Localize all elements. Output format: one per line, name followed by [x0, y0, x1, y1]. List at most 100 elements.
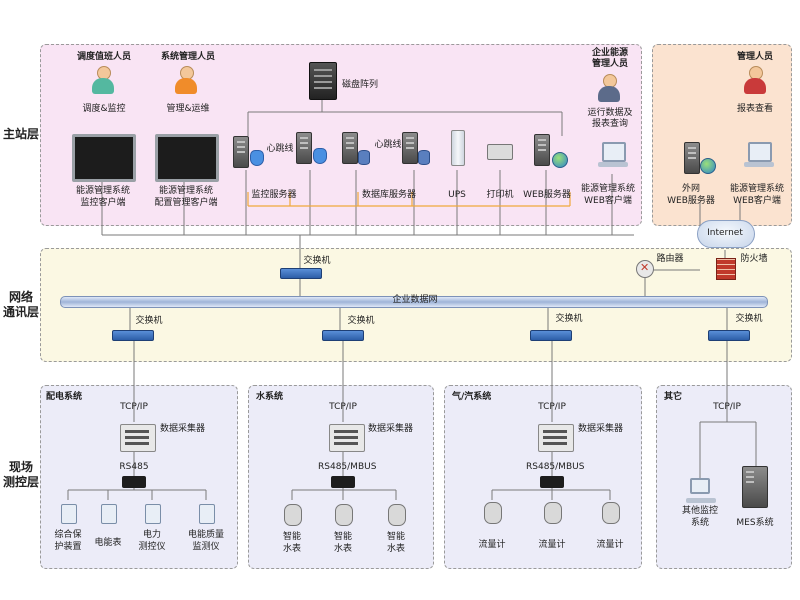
sub-switch-water-label: 交换机: [347, 316, 375, 326]
sysadmin-title: 系统管理人员: [160, 52, 215, 62]
power-device-3-label-2: 测控仪: [138, 542, 166, 552]
power-device-4-icon: [199, 504, 215, 524]
ups-icon: [451, 130, 465, 166]
layer-network-label-1: 网络: [8, 290, 33, 304]
db-server-label: 数据库服务器: [361, 190, 416, 200]
flow-meter-1-label: 流量计: [478, 540, 506, 550]
disk-array-icon: [309, 62, 337, 100]
firewall-label: 防火墙: [740, 254, 768, 264]
manager-person-icon: [598, 74, 620, 104]
layer-master-label: 主站层: [3, 127, 40, 141]
db-server-2-icon: [402, 132, 418, 164]
power-device-1-icon: [61, 504, 77, 524]
external-web-server-globe-icon: [700, 158, 716, 174]
layer-field-label-2: 测控层: [3, 475, 40, 489]
dispatcher-action: 调度&监控: [82, 104, 126, 114]
mes-system-label: MES系统: [736, 518, 774, 528]
external-web-client-label-1: 能源管理系统: [729, 184, 784, 194]
water-meter-3-icon: [388, 504, 406, 526]
other-monitor-system-icon: [686, 478, 716, 503]
power-rs485-hub-icon: [122, 476, 146, 488]
flow-meter-1-icon: [484, 502, 502, 524]
monitor-client-screen-icon: [72, 134, 136, 182]
db-server-1-database-icon: [358, 150, 370, 165]
power-collector-icon: [120, 424, 156, 452]
external-web-client-pc-icon: [744, 142, 774, 167]
water-collector-label: 数据采集器: [368, 424, 414, 434]
power-tcpip-label: TCP/IP: [120, 402, 148, 412]
water-system-title: 水系统: [256, 392, 284, 402]
config-client-screen-icon: [155, 134, 219, 182]
monitor-server-1-badge-icon: [250, 150, 264, 166]
external-web-server-icon: [684, 142, 700, 174]
gas-system-title: 气/汽系统: [452, 392, 492, 402]
sysadmin-action: 管理&运维: [166, 104, 210, 114]
external-manager-person-icon: [744, 66, 766, 96]
other-monitor-system-label-2: 系统: [690, 518, 709, 528]
core-switch-icon: [280, 268, 322, 279]
printer-label: 打印机: [486, 190, 514, 200]
external-web-server-label-1: 外网: [681, 184, 700, 194]
internet-label: Internet: [707, 228, 743, 238]
layer-field-label-1: 现场: [8, 460, 33, 474]
water-meter-1-label-1: 智能: [282, 532, 301, 542]
heartbeat-label-1: 心跳线: [266, 144, 294, 154]
core-switch-label: 交换机: [303, 256, 331, 266]
sub-switch-other-label: 交换机: [735, 314, 763, 324]
db-server-1-icon: [342, 132, 358, 164]
sub-switch-power-icon: [112, 330, 154, 341]
external-manager-action: 报表查看: [736, 104, 773, 114]
power-device-3-icon: [145, 504, 161, 524]
external-web-server-label-2: WEB服务器: [667, 196, 715, 206]
monitor-client-label-1: 能源管理系统: [75, 186, 130, 196]
dispatcher-person-icon: [92, 66, 114, 96]
monitor-server-2-icon: [296, 132, 312, 164]
monitor-server-label: 监控服务器: [251, 190, 297, 200]
db-server-2-database-icon: [418, 150, 430, 165]
layer-network-label-2: 通讯层: [3, 305, 40, 319]
gas-rs485-hub-icon: [540, 476, 564, 488]
water-rs485-hub-icon: [331, 476, 355, 488]
flow-meter-3-label: 流量计: [596, 540, 624, 550]
sub-switch-power-label: 交换机: [135, 316, 163, 326]
enterprise-data-network-bar: [60, 296, 768, 308]
flow-meter-3-icon: [602, 502, 620, 524]
water-meter-1-label-2: 水表: [282, 544, 301, 554]
monitor-server-2-badge-icon: [313, 148, 327, 164]
other-system-title: 其它: [664, 392, 683, 402]
water-collector-icon: [329, 424, 365, 452]
internet-cloud-icon: [697, 220, 755, 248]
manager-title-1: 企业能源: [591, 48, 628, 58]
config-client-label-2: 配置管理客户端: [154, 198, 218, 208]
web-server-globe-icon: [552, 152, 568, 168]
dispatcher-title: 调度值班人员: [76, 52, 131, 62]
router-label: 路由器: [656, 254, 684, 264]
external-access-zone: [652, 44, 792, 226]
web-client-label-2: WEB客户端: [584, 196, 632, 206]
power-device-1-label-2: 护装置: [54, 542, 82, 552]
water-meter-3-label-2: 水表: [386, 544, 405, 554]
sub-switch-water-icon: [322, 330, 364, 341]
printer-icon: [487, 144, 513, 160]
config-client-label-1: 能源管理系统: [158, 186, 213, 196]
gas-bus-label: RS485/MBUS: [526, 462, 585, 472]
manager-action-1: 运行数据及: [587, 108, 633, 118]
water-meter-2-label-2: 水表: [333, 544, 352, 554]
manager-action-2: 报表查询: [591, 119, 628, 129]
power-device-4-label-1: 电能质量: [187, 530, 224, 540]
firewall-icon: [716, 258, 736, 280]
gas-collector-icon: [538, 424, 574, 452]
sub-switch-gas-icon: [530, 330, 572, 341]
mes-system-server-icon: [742, 466, 768, 508]
power-device-2-label: 电能表: [94, 538, 122, 548]
disk-array-label: 磁盘阵列: [342, 80, 379, 90]
other-tcpip-label: TCP/IP: [713, 402, 741, 412]
power-bus-label: RS485: [119, 462, 149, 472]
sysadmin-person-icon: [175, 66, 197, 96]
water-bus-label: RS485/MBUS: [318, 462, 377, 472]
power-device-4-label-2: 监测仪: [192, 542, 220, 552]
power-device-1-label-1: 综合保: [54, 530, 82, 540]
sub-switch-other-icon: [708, 330, 750, 341]
flow-meter-2-label: 流量计: [538, 540, 566, 550]
